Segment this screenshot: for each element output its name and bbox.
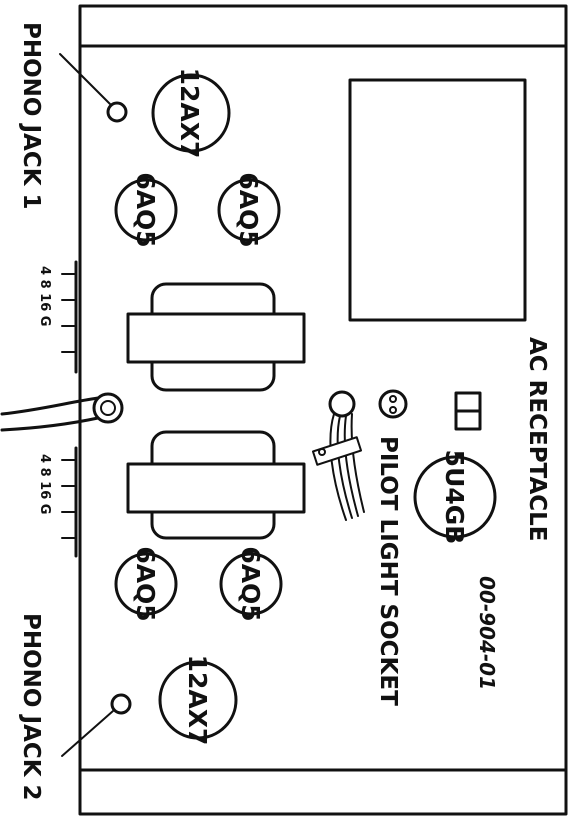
pilot-light-socket	[378, 389, 408, 419]
phono-jack-2	[110, 693, 132, 715]
label-phono-jack-2: PHONO JACK 2	[18, 613, 44, 801]
tube-socket-12ax7-bottom	[158, 660, 238, 740]
label-6aq5-bottom-left: 6AQ5	[131, 546, 160, 621]
output-transformer-1	[126, 282, 306, 392]
phono-jack-1	[106, 101, 128, 123]
label-ac-receptacle: AC RECEPTACLE	[524, 337, 550, 542]
output-transformer-2	[126, 430, 306, 540]
ac-receptacle	[454, 391, 482, 431]
tube-socket-12ax7-top	[151, 73, 231, 153]
label-phono-jack-1: PHONO JACK 1	[18, 22, 44, 210]
label-6aq5-top-right: 6AQ5	[234, 172, 263, 247]
label-speaker-taps-1: 4 8 16 G	[37, 266, 52, 326]
leader-phono-jack-2	[61, 710, 114, 757]
label-6aq5-bottom-right: 6AQ5	[236, 546, 265, 621]
label-speaker-taps-2: 4 8 16 G	[37, 454, 52, 514]
label-pilot-light-socket: PILOT LIGHT SOCKET	[375, 436, 401, 706]
power-transformer	[348, 78, 527, 322]
tube-socket-6aq5-top-right	[217, 178, 281, 242]
label-part-number: 00-904-01	[475, 576, 499, 690]
tube-socket-6aq5-bottom-left	[114, 552, 178, 616]
label-12ax7-bottom: 12AX7	[183, 655, 212, 746]
pilot-light-wiring	[311, 390, 365, 521]
tube-socket-5u4gb	[413, 455, 497, 539]
power-cord	[0, 392, 124, 432]
label-5u4gb: 5U4GB	[440, 450, 469, 545]
tube-socket-6aq5-bottom-right	[219, 552, 283, 616]
label-12ax7-top: 12AX7	[175, 68, 204, 159]
speaker-terminal-strip-2	[61, 446, 78, 558]
tube-socket-6aq5-top-left	[114, 178, 178, 242]
speaker-terminal-strip-1	[61, 260, 78, 374]
leader-phono-jack-1	[59, 53, 111, 105]
label-6aq5-top-left: 6AQ5	[131, 172, 160, 247]
chassis	[78, 4, 568, 816]
